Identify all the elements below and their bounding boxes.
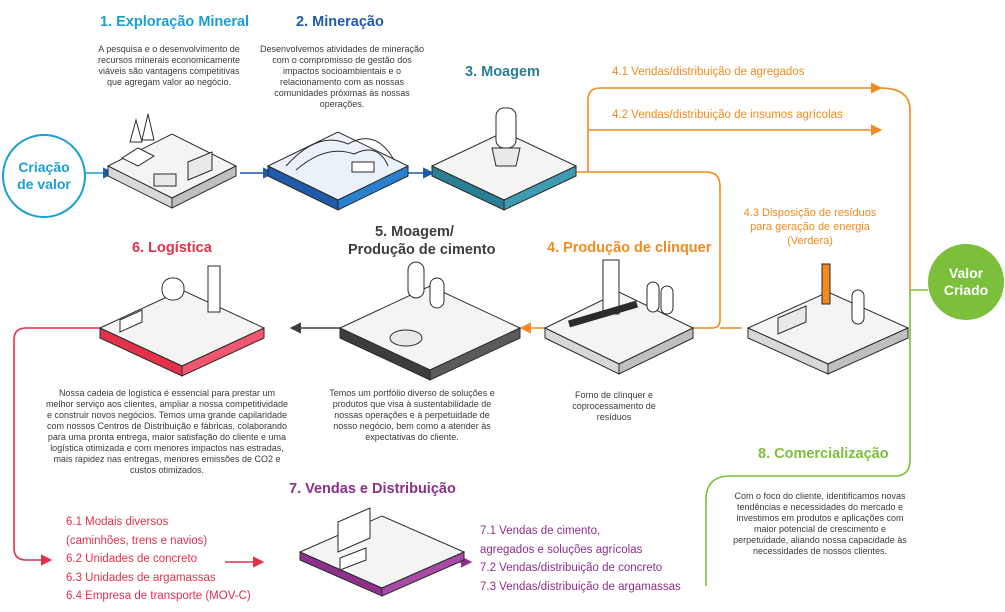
- end-circle: Valor Criado: [928, 244, 1004, 320]
- illustration-sales: [298, 507, 466, 597]
- step-5-desc: Temos um portfólio diverso de soluções e…: [329, 388, 495, 442]
- step-4-desc: Forno de clínquer e coprocessamento de r…: [572, 390, 656, 422]
- illustration-exploration: [106, 113, 238, 209]
- step-4-3-label: 4.3 Disposição de resíduos para geração …: [743, 207, 877, 247]
- step-4-2-label: 4.2 Vendas/distribuição de insumos agríc…: [612, 109, 843, 121]
- step-6-items: 6.1 Modais diversos (caminhões, trens e …: [66, 513, 251, 606]
- step-7-item: 7.3 Vendas/distribuição de argamassas: [480, 580, 681, 593]
- step-6-item: 6.3 Unidades de argamassas: [66, 571, 216, 584]
- step-8-desc: Com o foco do cliente, identificamos nov…: [733, 491, 907, 556]
- step-7-items: 7.1 Vendas de cimento, agregados e soluç…: [480, 522, 681, 596]
- step-7-item: agregados e soluções agrícolas: [480, 543, 643, 556]
- arrow-s3-to-s4: [572, 171, 721, 329]
- step-1-title: 1. Exploração Mineral: [100, 14, 250, 30]
- step-6-item: (caminhões, trens e navios): [66, 534, 208, 547]
- start-circle: Criação de valor: [2, 134, 86, 218]
- arrow-s6-to-list: [13, 327, 100, 566]
- end-label: Valor Criado: [943, 265, 989, 298]
- step-6-desc: Nossa cadeia de logística é essencial pa…: [45, 388, 289, 475]
- step-6-title: 6. Logística: [132, 240, 212, 256]
- step-4-1-label: 4.1 Vendas/distribuição de agregados: [612, 66, 805, 78]
- arrow-s8-loop: [705, 290, 911, 586]
- arrow-branch-4-1: [587, 82, 883, 172]
- step-2-title: 2. Mineração: [296, 14, 384, 30]
- step-4-title: 4. Produção de clínquer: [547, 240, 712, 256]
- start-label: Criação de valor: [17, 159, 71, 192]
- illustration-clinker: [543, 259, 695, 375]
- arrow-right-trunk: [879, 87, 911, 290]
- step-6-item: 6.2 Unidades de concreto: [66, 553, 198, 565]
- illustration-logistics: [98, 265, 266, 377]
- step-3-title: 3. Moagem: [465, 64, 540, 80]
- step-6-item: 6.1 Modais diversos: [66, 516, 169, 528]
- step-2-desc: Desenvolvemos atividades de mineração co…: [259, 44, 425, 109]
- step-5-title-line1: 5. Moagem/: [375, 224, 454, 240]
- step-7-item: 7.1 Vendas de cimento,: [480, 525, 601, 537]
- step-1-desc: A pesquisa e o desenvolvimento de recurs…: [97, 44, 241, 87]
- step-6-item: 6.4 Empresa de transporte (MOV-C): [66, 590, 251, 602]
- illustration-mining: [266, 131, 410, 211]
- step-5-title-line2: Produção de cimento: [348, 242, 496, 258]
- illustration-waste-energy: [746, 263, 910, 375]
- step-8-title: 8. Comercialização: [758, 446, 889, 462]
- step-7-item: 7.2 Vendas/distribuição de concreto: [480, 562, 663, 574]
- illustration-cement: [338, 261, 522, 381]
- illustration-grinding: [430, 107, 578, 211]
- step-7-title: 7. Vendas e Distribuição: [289, 481, 456, 497]
